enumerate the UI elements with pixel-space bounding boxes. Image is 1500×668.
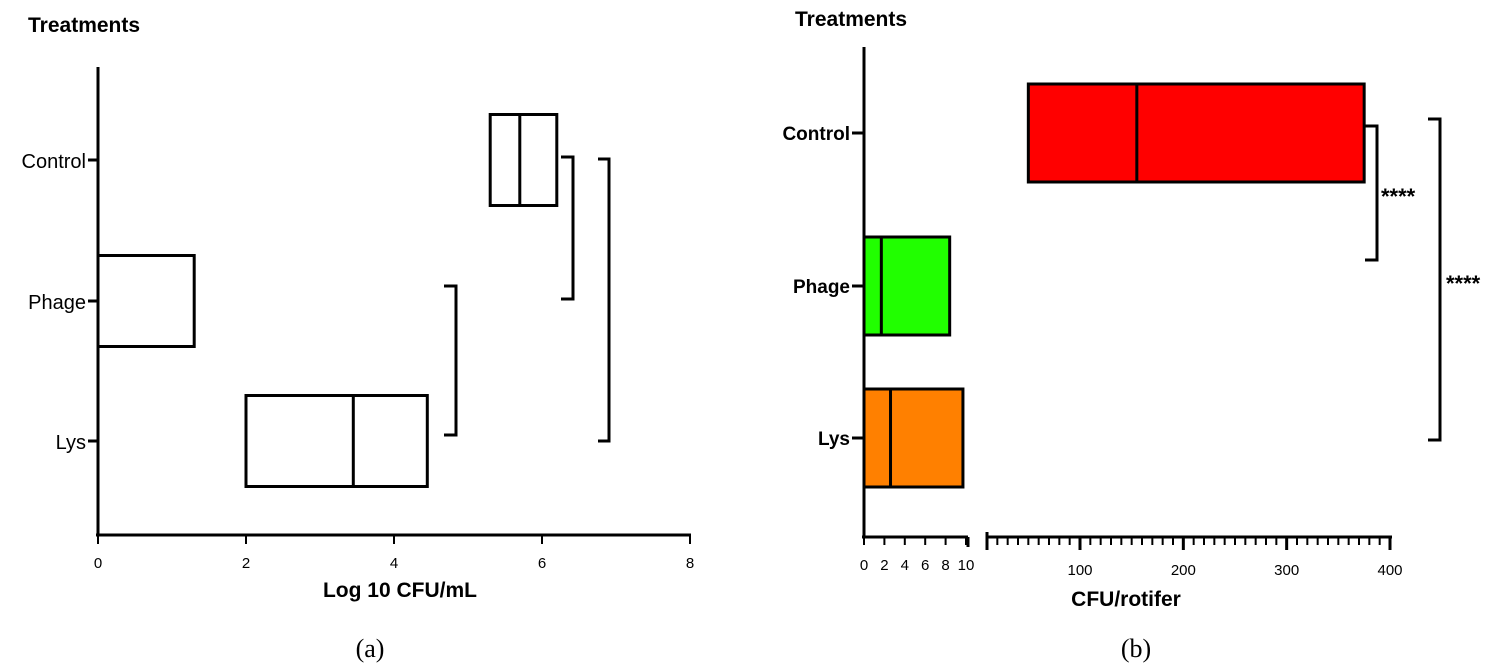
- panel-a: Treatments Log 10 CFU/mL (a) 0 2 4 6 8 Contro…: [22, 14, 695, 663]
- panel-b-significance-bracket: [1428, 117, 1442, 442]
- panel-b-x-tick-label: 300: [1274, 562, 1299, 579]
- panel-a-box-phage: [96, 254, 196, 348]
- panel-b-x-tick-label: 8: [941, 557, 949, 574]
- panel-b-category-label: Lys: [818, 429, 850, 450]
- panel-a-significance-bracket: [444, 284, 458, 437]
- panel-b-significance-bracket: [1365, 124, 1379, 262]
- panel-b-box-lys: [862, 387, 965, 489]
- panel-b-x-tick-label: 200: [1171, 562, 1196, 579]
- panel-a-box-control: [488, 113, 559, 207]
- panel-a-box-lys: [244, 394, 429, 488]
- panel-a-caption: (a): [356, 634, 385, 663]
- panel-a-category-label: Lys: [56, 432, 86, 454]
- panel-b-x-tick-label: 10: [958, 557, 975, 574]
- panel-b-significance-label: ****: [1446, 271, 1481, 296]
- panel-a-significance-bracket: [598, 157, 611, 443]
- panel-b-x-tick-label: 0: [860, 557, 868, 574]
- panel-a-x-tick-label: 2: [242, 555, 250, 572]
- panel-b-box-phage: [862, 235, 952, 337]
- panel-b-x-tick-label: 6: [921, 557, 929, 574]
- panel-a-category-label: Control: [22, 151, 86, 173]
- panel-b-x-axis-title: CFU/rotifer: [1071, 588, 1181, 611]
- panel-b-x-tick-label: 400: [1377, 562, 1402, 579]
- panel-b-significance-label: ****: [1381, 184, 1416, 209]
- panel-b-x-tick-label: 100: [1067, 562, 1092, 579]
- panel-a-category-label: Phage: [28, 292, 86, 314]
- panel-a-significance-bracket: [561, 155, 575, 301]
- panel-a-x-tick-label: 8: [686, 555, 694, 572]
- panel-a-title: Treatments: [28, 14, 140, 37]
- panel-b-category-label: Phage: [793, 277, 850, 298]
- panel-b-x-tick-label: 4: [901, 557, 909, 574]
- panel-a-x-axis-title: Log 10 CFU/mL: [323, 579, 477, 602]
- panel-b-x-tick-label: 2: [880, 557, 888, 574]
- panel-b-caption: (b): [1121, 634, 1151, 663]
- panel-b-box-control: [1026, 82, 1366, 184]
- panel-b-title: Treatments: [795, 8, 907, 31]
- panel-a-x-tick-label: 4: [390, 555, 398, 572]
- panel-a-x-tick-label: 6: [538, 555, 546, 572]
- panel-b-category-label: Control: [782, 124, 850, 145]
- panel-a-x-tick-label: 0: [94, 555, 102, 572]
